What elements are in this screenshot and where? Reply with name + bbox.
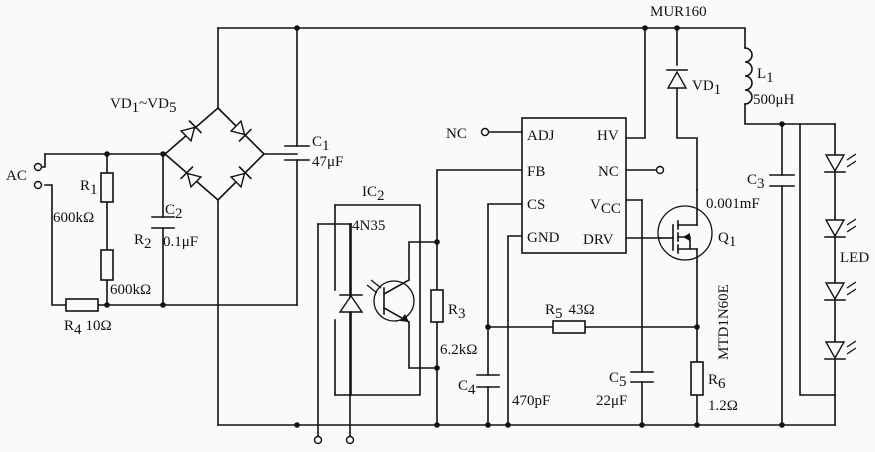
diode-vd1 (666, 69, 688, 89)
opto-input-terminal-1 (313, 435, 323, 445)
r3-value: 6.2kΩ (440, 342, 477, 358)
r3-label: R3 (448, 302, 466, 322)
r1-label: R1 (80, 178, 98, 198)
led-4 (824, 340, 857, 360)
l1-label: L1 (757, 66, 774, 86)
c4-value: 470pF (512, 393, 550, 409)
c1-label: C1 (312, 134, 330, 154)
junction-dots (104, 25, 785, 428)
labels: MUR160 AC VD1~VD5 C1 47μF R1 600kΩ C2 0.… (6, 4, 869, 414)
ac-terminal-top (33, 162, 43, 172)
c4-label: C4 (458, 378, 476, 398)
led-label: LED (840, 250, 869, 266)
ac-label: AC (6, 168, 27, 184)
led-3 (824, 281, 857, 301)
inductor-l1 (744, 47, 753, 105)
resistor-r2 (100, 249, 114, 281)
resistor-r5 (552, 320, 586, 334)
r2-value: 600kΩ (110, 282, 151, 298)
c2-label: C2 (165, 202, 183, 222)
pin-adj: ADJ (527, 128, 555, 144)
c2-value: 0.1μF (163, 234, 198, 250)
led-2 (824, 218, 857, 238)
pin-hv: HV (597, 128, 619, 144)
c5-value: 22μF (596, 393, 627, 409)
controller-ic (521, 117, 627, 254)
terminals (33, 127, 665, 445)
pin-vcc: VCC (590, 197, 621, 217)
r6-value: 1.2Ω (708, 398, 738, 414)
led-1 (824, 153, 857, 173)
pin-cs: CS (527, 197, 545, 213)
c3-label: C3 (747, 172, 765, 192)
resistor-r4 (65, 298, 99, 312)
c5-label: C5 (609, 370, 627, 390)
capacitor-c5 (630, 371, 654, 383)
q1-part: MTD1N60E (716, 284, 732, 360)
resistor-r3 (430, 289, 444, 323)
r1-value: 600kΩ (53, 210, 94, 226)
q1-label: Q1 (718, 230, 736, 250)
capacitor-c2 (151, 216, 175, 229)
mur-label: MUR160 (650, 4, 707, 20)
c1-value: 47μF (312, 154, 343, 170)
c3-value: 0.001mF (706, 196, 760, 212)
vd1-label: VD1 (692, 78, 721, 98)
nc-left-terminal (480, 127, 490, 137)
led-return-line (799, 123, 836, 396)
ic2-part: 4N35 (352, 218, 385, 234)
opto-input-terminal-2 (345, 435, 355, 445)
r2-label: R2 (134, 232, 152, 252)
pin-drv: DRV (583, 232, 614, 248)
bridge-label: VD1~VD5 (110, 96, 176, 116)
pin-gnd: GND (527, 230, 560, 246)
r6-label: R6 (708, 372, 726, 392)
wires (44, 27, 836, 439)
ic2-label: IC2 (362, 184, 385, 204)
mosfet-q1 (657, 189, 713, 263)
resistor-r6 (690, 361, 704, 396)
nc-right-terminal (655, 165, 665, 175)
optocoupler-ic2 (317, 223, 415, 396)
resistor-r1 (100, 172, 114, 203)
led-string (824, 153, 857, 360)
capacitor-c4 (476, 374, 500, 388)
pin-nc: NC (598, 164, 619, 180)
nc-left-label: NC (446, 126, 467, 142)
ac-terminal-bottom (33, 180, 43, 190)
pin-fb: FB (527, 164, 545, 180)
l1-value: 500μH (753, 92, 795, 108)
capacitor-c1 (284, 145, 310, 161)
bridge-rectifier (163, 106, 266, 202)
capacitor-c3 (769, 174, 795, 187)
